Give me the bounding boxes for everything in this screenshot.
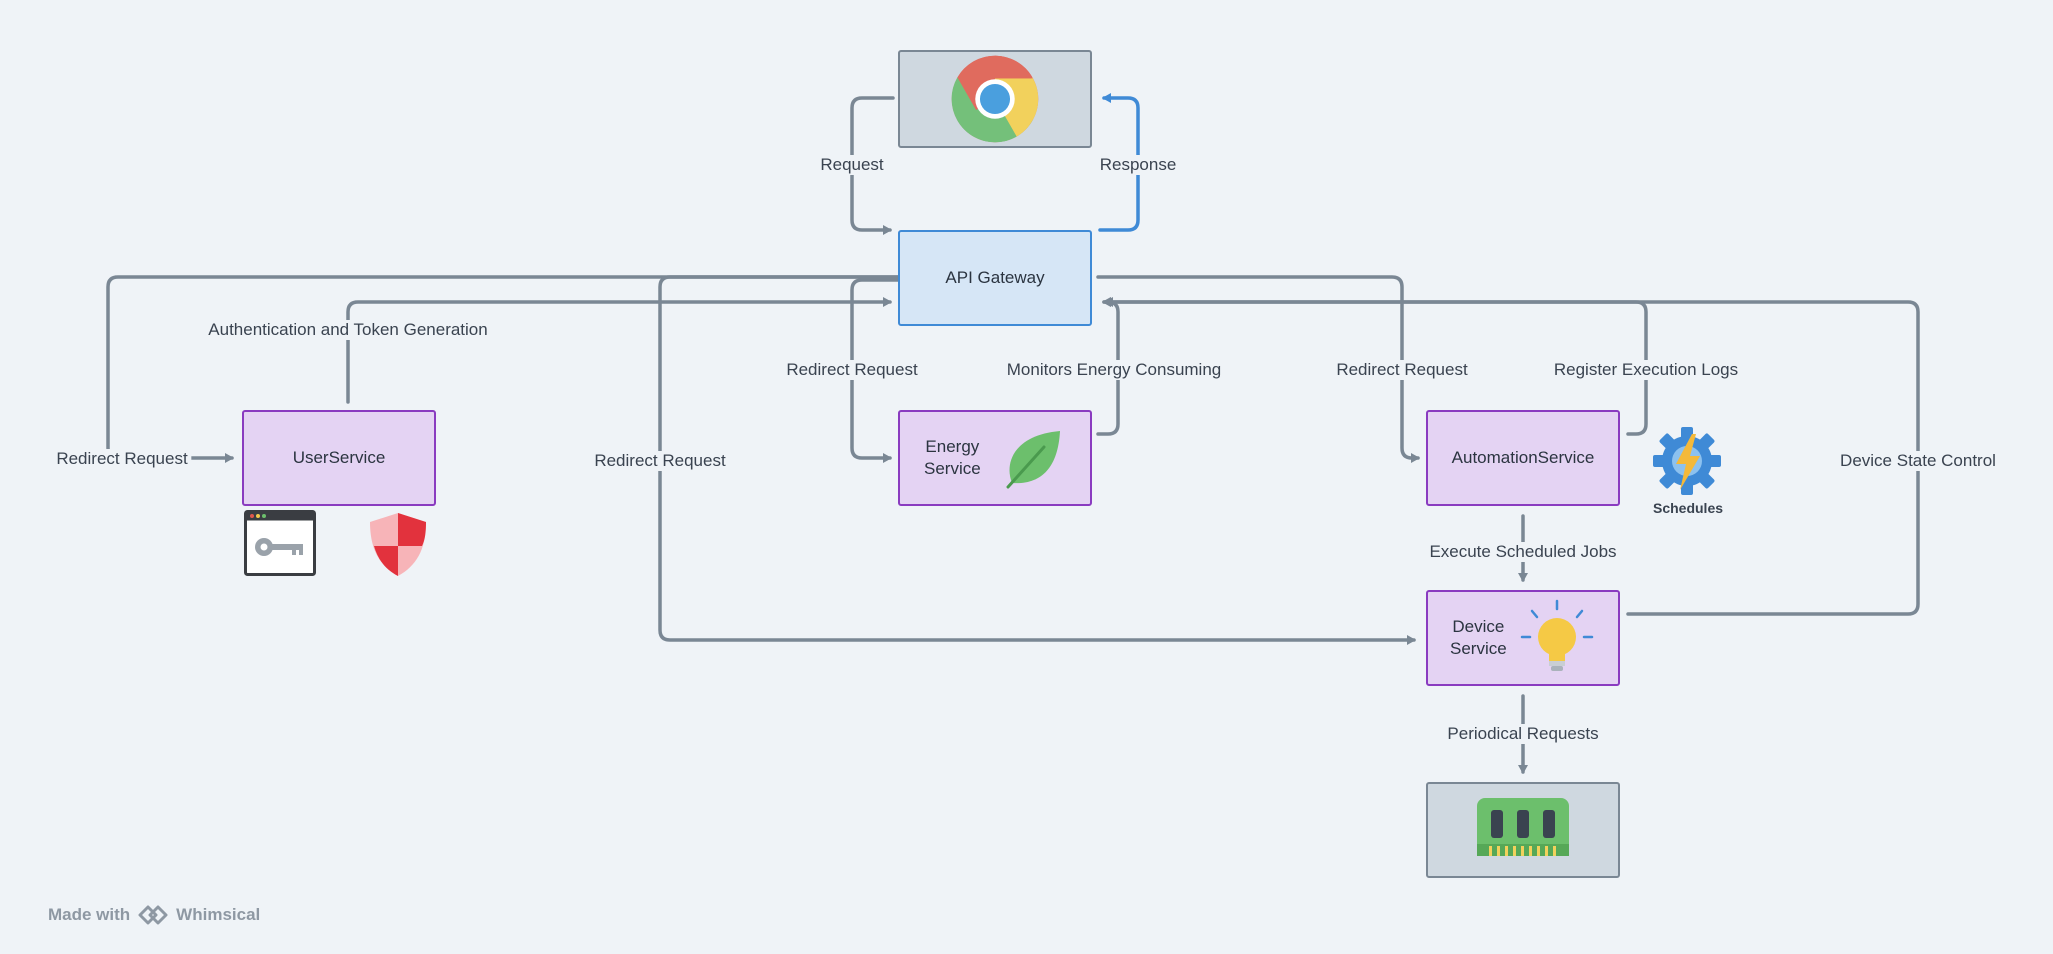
whimsical-logo-icon <box>138 905 168 925</box>
device-service-label-line1: Device <box>1452 617 1505 636</box>
label-redirect-energy: Redirect Request <box>782 360 922 380</box>
api-gateway-node[interactable]: API Gateway <box>898 230 1092 326</box>
browser-node[interactable] <box>898 50 1092 148</box>
label-redirect-user: Redirect Request <box>52 449 192 469</box>
edge-redirect-user <box>106 275 900 463</box>
label-redirect-automation: Redirect Request <box>1332 360 1472 380</box>
label-request: Request <box>816 155 888 175</box>
energy-service-label: Energy Service <box>924 436 981 480</box>
whimsical-brand-text: Whimsical <box>176 905 261 924</box>
schedules-label: Schedules <box>1652 500 1724 516</box>
key-window-icon <box>244 510 316 576</box>
made-with-text: Made with <box>48 905 131 924</box>
edge-auth-token <box>346 297 892 404</box>
made-with-whimsical[interactable]: Made with Whimsical <box>48 903 260 927</box>
chrome-icon <box>951 55 1039 143</box>
device-service-label-line2: Service <box>1450 639 1507 658</box>
device-service-node[interactable]: Device Service <box>1426 590 1620 686</box>
automation-service-label: AutomationService <box>1451 448 1595 467</box>
label-periodical: Periodical Requests <box>1443 724 1603 744</box>
label-device-state: Device State Control <box>1836 451 2000 471</box>
label-auth-token: Authentication and Token Generation <box>204 320 492 340</box>
energy-service-label-line2: Service <box>924 459 981 478</box>
shield-icon <box>370 513 426 576</box>
label-redirect-device: Redirect Request <box>590 451 730 471</box>
user-service-node[interactable]: UserService <box>242 410 436 506</box>
label-response: Response <box>1095 155 1181 175</box>
energy-service-node[interactable]: Energy Service <box>898 410 1092 506</box>
device-service-label: Device Service <box>1450 616 1507 660</box>
automation-service-node[interactable]: AutomationService <box>1426 410 1620 506</box>
leaf-icon <box>1006 431 1060 489</box>
label-execute-jobs: Execute Scheduled Jobs <box>1425 542 1621 562</box>
user-service-label: UserService <box>292 448 386 467</box>
api-gateway-label: API Gateway <box>945 268 1045 287</box>
hardware-node[interactable] <box>1426 782 1620 878</box>
label-register-logs: Register Execution Logs <box>1549 360 1743 380</box>
label-monitors-energy: Monitors Energy Consuming <box>1002 360 1226 380</box>
lightbulb-icon <box>1520 599 1594 671</box>
energy-service-label-line1: Energy <box>925 437 980 456</box>
memory-chip-icon <box>1477 798 1569 856</box>
gear-bolt-icon <box>1653 427 1721 495</box>
